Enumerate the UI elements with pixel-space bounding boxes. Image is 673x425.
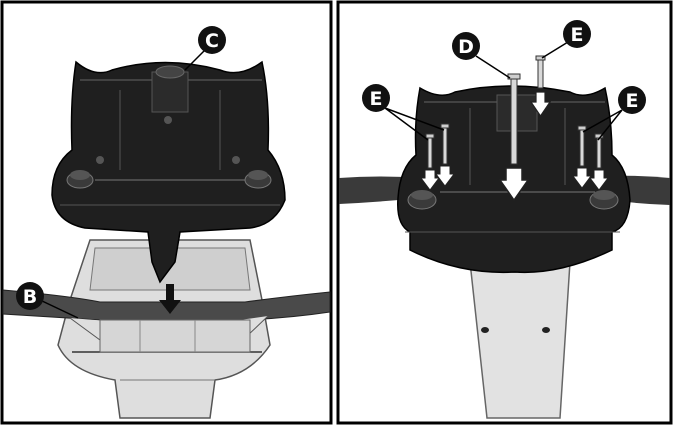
right-screws-illustration: [572, 125, 609, 191]
callout-B: B: [16, 282, 44, 310]
left-panel: C B: [0, 0, 333, 425]
callout-D: D: [452, 32, 480, 60]
svg-text:C: C: [205, 30, 219, 52]
right-panel: D E E E: [336, 0, 673, 425]
svg-text:B: B: [23, 286, 37, 308]
svg-text:D: D: [458, 36, 474, 58]
callout-E-right: E: [618, 86, 646, 114]
column-illustration: [469, 261, 571, 419]
svg-text:E: E: [571, 24, 584, 46]
callout-E-top: E: [563, 20, 591, 48]
svg-text:E: E: [370, 88, 383, 110]
down-arrow-icon: [159, 284, 181, 314]
left-screws-illustration: [420, 123, 455, 191]
seat-shell-illustration: [51, 60, 286, 284]
long-screw-illustration: [498, 73, 530, 202]
top-screw-illustration: [529, 55, 552, 118]
svg-text:E: E: [626, 90, 639, 112]
callout-E-left: E: [362, 84, 390, 112]
callout-C: C: [198, 26, 226, 54]
